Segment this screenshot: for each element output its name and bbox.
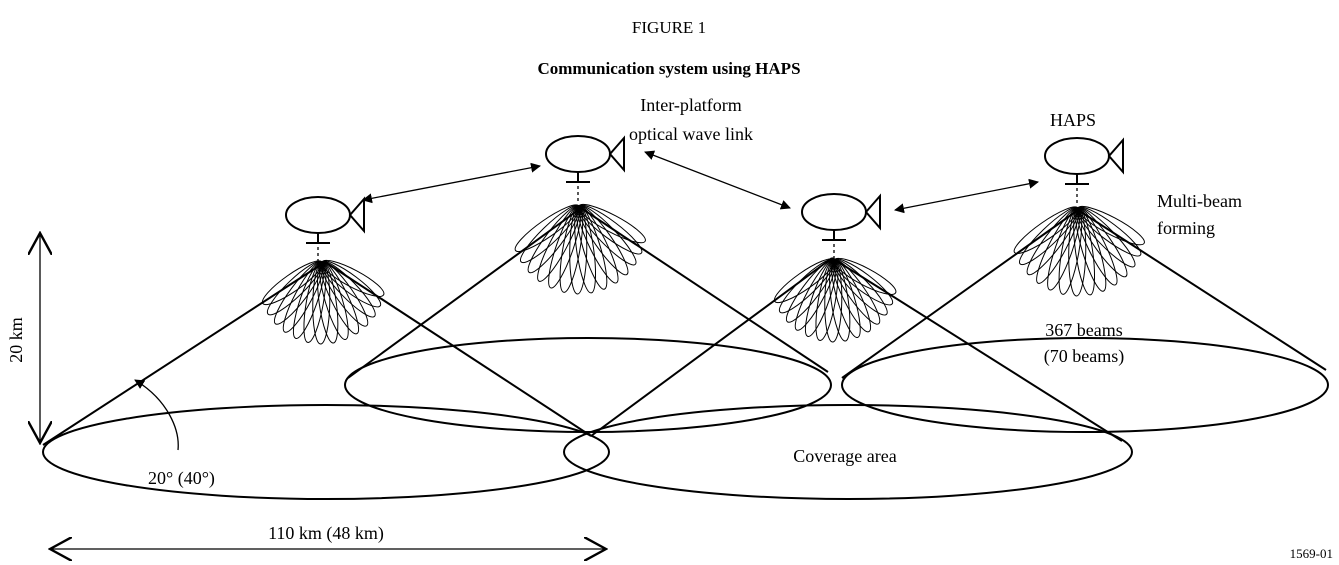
haps-label: HAPS: [1050, 110, 1096, 130]
haps-platform-1: [285, 196, 365, 263]
beam-label-line1: Multi-beam: [1157, 191, 1242, 211]
haps-platform-2: [545, 135, 625, 202]
haps-platform-3: [801, 193, 881, 260]
coverage-ellipse-2: [344, 337, 832, 433]
beam-fan-4: [1013, 205, 1145, 297]
elevation-angle-arrow: [134, 379, 179, 451]
beam-petal: [514, 204, 580, 253]
elevation-angle-label: 20° (40°): [148, 468, 215, 489]
coverage-ellipse-1: [42, 404, 610, 500]
beam-label-line2: forming: [1157, 218, 1215, 238]
coverage-area-label: Coverage area: [793, 446, 896, 466]
beam-petal: [261, 260, 323, 306]
link-arrow-1-2: [362, 162, 541, 204]
beams-count-line2: (70 beams): [1044, 346, 1124, 367]
figure-number: FIGURE 1: [632, 18, 706, 37]
beam-petal: [773, 258, 835, 304]
beam-petal: [1013, 206, 1079, 255]
link-arrow-2-3: [644, 150, 791, 210]
beams-count-line1: 367 beams: [1045, 320, 1122, 340]
link-arrow-3-4: [894, 178, 1039, 214]
haps-platform-4: [1044, 137, 1124, 204]
figure-reference: 1569-01: [1290, 546, 1333, 561]
diameter-label: 110 km (48 km): [268, 523, 384, 544]
figure-title: Communication system using HAPS: [537, 59, 800, 78]
coverage-cones: [42, 207, 1327, 446]
coverage-ellipse-4: [841, 337, 1329, 433]
beam-fan-2: [514, 203, 646, 295]
beam-fan-1: [261, 259, 385, 345]
link-label-line2: optical wave link: [629, 124, 753, 144]
beam-fan-3: [773, 257, 897, 343]
link-label-line1: Inter-platform: [640, 95, 742, 115]
coverage-ellipse-3: [563, 404, 1133, 500]
altitude-label: 20 km: [6, 317, 26, 363]
